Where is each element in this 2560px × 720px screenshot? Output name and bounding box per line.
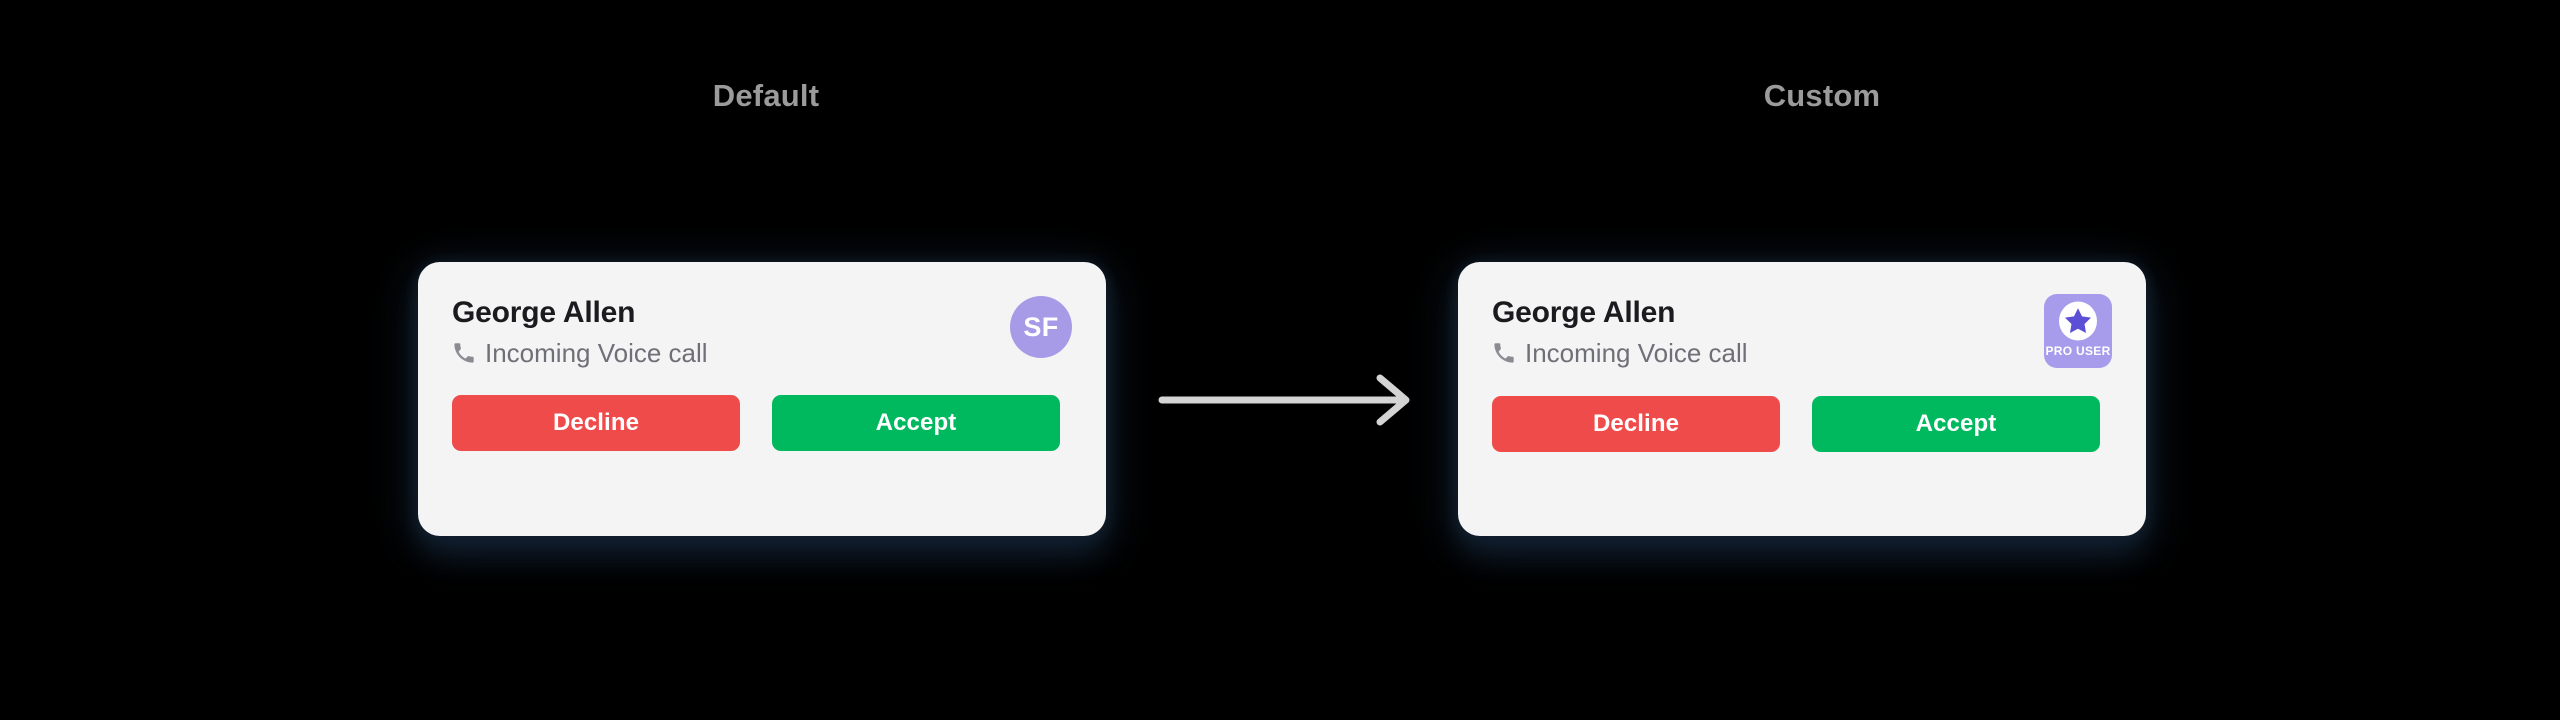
phone-icon <box>454 343 474 363</box>
call-card-default: George Allen Incoming Voice call SF Decl… <box>418 262 1106 536</box>
decline-button[interactable]: Decline <box>1492 396 1780 452</box>
caller-name: George Allen <box>1492 296 1676 329</box>
caller-info-default: George Allen Incoming Voice call <box>452 294 708 367</box>
phone-icon <box>1494 343 1514 363</box>
arrow-right-icon <box>1158 374 1410 426</box>
caller-info-custom: George Allen Incoming Voice call <box>1492 294 1748 367</box>
accept-button[interactable]: Accept <box>1812 396 2100 452</box>
accept-button[interactable]: Accept <box>772 395 1060 452</box>
call-status-text: Incoming Voice call <box>1525 337 1748 368</box>
call-card-custom: George Allen Incoming Voice call PRO USE… <box>1458 262 2146 536</box>
card-header-default: George Allen Incoming Voice call SF <box>452 294 1072 367</box>
star-icon <box>2059 301 2097 341</box>
call-status-row: Incoming Voice call <box>452 337 708 368</box>
decline-button[interactable]: Decline <box>452 395 740 452</box>
pro-user-badge-label: PRO USER <box>2045 344 2111 358</box>
avatar-initials: SF <box>1023 311 1059 342</box>
column-heading-default: Default <box>712 78 820 113</box>
caller-name: George Allen <box>452 296 636 329</box>
column-heading-custom: Custom <box>1763 78 1881 113</box>
call-status-row: Incoming Voice call <box>1492 337 1748 368</box>
card-header-custom: George Allen Incoming Voice call PRO USE… <box>1492 294 2112 368</box>
pro-user-badge: PRO USER <box>2044 294 2112 368</box>
call-actions-default: Decline Accept <box>452 395 1072 452</box>
call-status-text: Incoming Voice call <box>485 337 708 368</box>
call-actions-custom: Decline Accept <box>1492 396 2112 452</box>
avatar: SF <box>1010 296 1072 358</box>
